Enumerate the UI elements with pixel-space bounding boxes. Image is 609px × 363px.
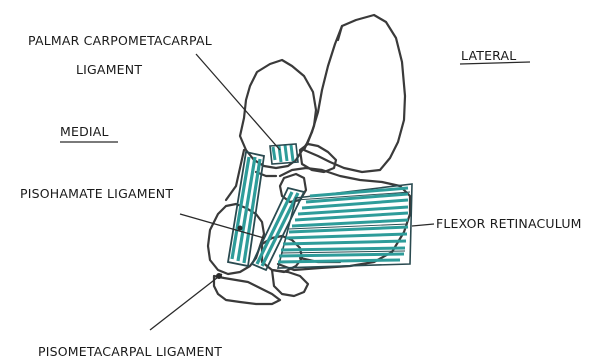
- pisohamate-label: PISOHAMATE LIGAMENT: [20, 186, 173, 201]
- palmar-leader-line: [196, 54, 280, 150]
- pisiform-lower-outline: [272, 270, 308, 296]
- flexor-band: [283, 241, 406, 244]
- palmar-carpometacarpal-label-line1: PALMAR CARPOMETACARPAL: [28, 33, 212, 48]
- lateral-label: LATERAL: [461, 48, 516, 63]
- lateral-bone-outline: [304, 15, 405, 172]
- flexor-retinaculum-label: FLEXOR RETINACULUM: [436, 216, 582, 231]
- medial-label: MEDIAL: [60, 124, 109, 139]
- pisohamate-leader-dot: [238, 226, 243, 231]
- flexor-leader-line: [412, 224, 434, 226]
- central-bone-outline: [240, 60, 316, 168]
- flexor-retinaculum: [278, 184, 412, 268]
- pisometacarpal-leader-dot: [216, 273, 222, 279]
- palmar-ligament-band: [273, 147, 275, 160]
- flexor-band: [279, 254, 404, 256]
- pisiform-outline: [214, 276, 280, 304]
- palmar-ligament-band: [291, 145, 293, 161]
- flexor-band: [281, 248, 405, 250]
- flexor-band: [278, 260, 400, 262]
- palmar-ligament-band: [285, 145, 287, 161]
- pisometacarpal-leader-line: [150, 274, 222, 330]
- flexor-band: [289, 227, 408, 232]
- medial-contour-stroke: [226, 150, 244, 200]
- flexor-band: [286, 234, 407, 238]
- palmar-carpometacarpal-label-line2: LIGAMENT: [76, 62, 142, 77]
- pisometacarpal-label: PISOMETACARPAL LIGAMENT: [38, 344, 222, 359]
